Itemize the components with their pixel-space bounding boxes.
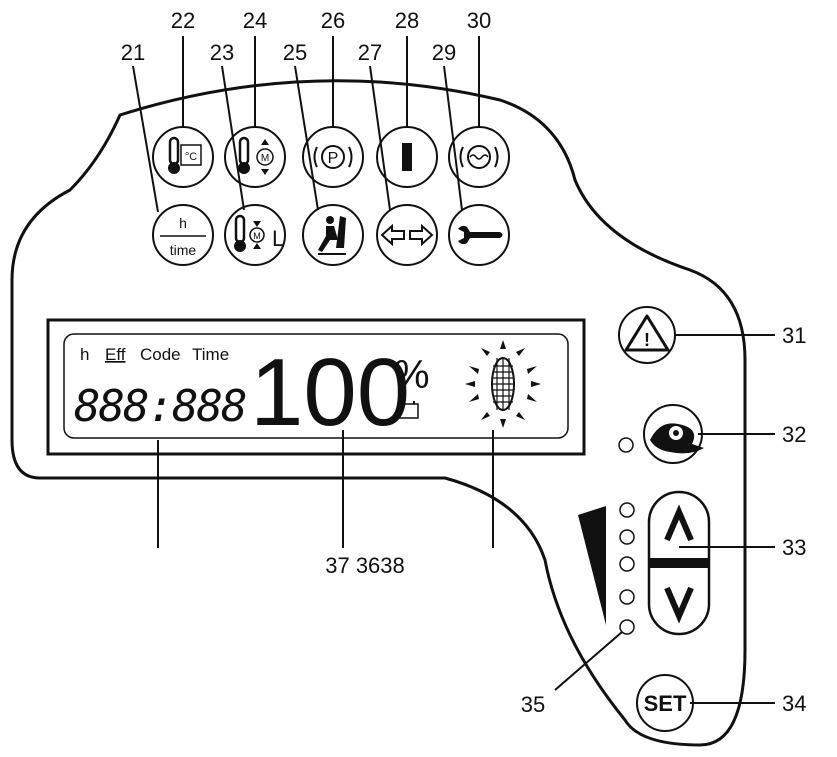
callout-33: 33 [782,535,806,560]
warning-button[interactable]: ! [618,306,676,364]
lcd-label-code: Code [140,345,181,364]
level-led [619,556,635,572]
callout-leaders [132,36,775,704]
motor-temperature-icon: M [224,126,286,188]
level-led [619,589,635,605]
lcd-segment-digits: 888:888 [74,381,246,432]
callout-29: 29 [432,40,456,65]
lcd-display: h Eff Code Time 888:888 100 % [46,318,586,456]
down-button[interactable] [664,586,694,624]
motor-l-letter: M [253,231,261,241]
set-button-label: SET [644,691,687,716]
level-led [619,619,635,635]
callout-26: 26 [321,8,345,33]
battery-icon [397,401,419,419]
level-led [619,502,635,518]
service-wrench-icon [448,204,510,266]
callout-25: 25 [283,40,307,65]
level-led [619,529,635,545]
motor-l-suffix: L [272,226,284,251]
callout-35: 35 [521,692,545,717]
temp-unit-label: °C [185,151,197,163]
lcd-label-eff: Eff [105,345,126,364]
hour-meter-top-label: h [179,215,187,231]
callout-24: 24 [243,8,267,33]
callout-27: 27 [358,40,382,65]
callout-23: 23 [210,40,234,65]
callout-34: 34 [782,691,806,716]
set-button[interactable]: SET [636,674,694,732]
callout-22: 22 [171,8,195,33]
up-button[interactable] [664,504,694,542]
level-indicator-leds [619,502,635,635]
direction-icon [376,204,438,266]
up-down-rocker[interactable] [647,490,711,636]
callout-31: 31 [782,323,806,348]
brush-rotation-icon [465,340,541,428]
callout-37-36-38: 37 3638 [325,553,405,578]
callout-32: 32 [782,422,806,447]
warning-symbol: ! [644,330,650,350]
lcd-label-time: Time [192,345,229,364]
parking-letter: P [328,150,339,167]
motor-temperature-low-icon: M L [224,204,286,266]
callout-21: 21 [121,40,145,65]
operator-seat-icon [302,204,364,266]
hour-meter-bottom-label: time [170,242,197,258]
brush-led [618,437,634,453]
lcd-big-value: 100 [250,339,410,446]
panel-outline [10,79,747,747]
lcd-percent: % [394,353,430,397]
temperature-icon: °C [152,126,214,188]
water-flow-button[interactable] [643,404,704,464]
hour-meter-icon: h time [152,204,214,266]
lcd-label-h: h [80,345,89,364]
callout-30: 30 [467,8,491,33]
callout-28: 28 [395,8,419,33]
motor-letter: M [261,153,269,164]
level-wedge [578,506,606,625]
